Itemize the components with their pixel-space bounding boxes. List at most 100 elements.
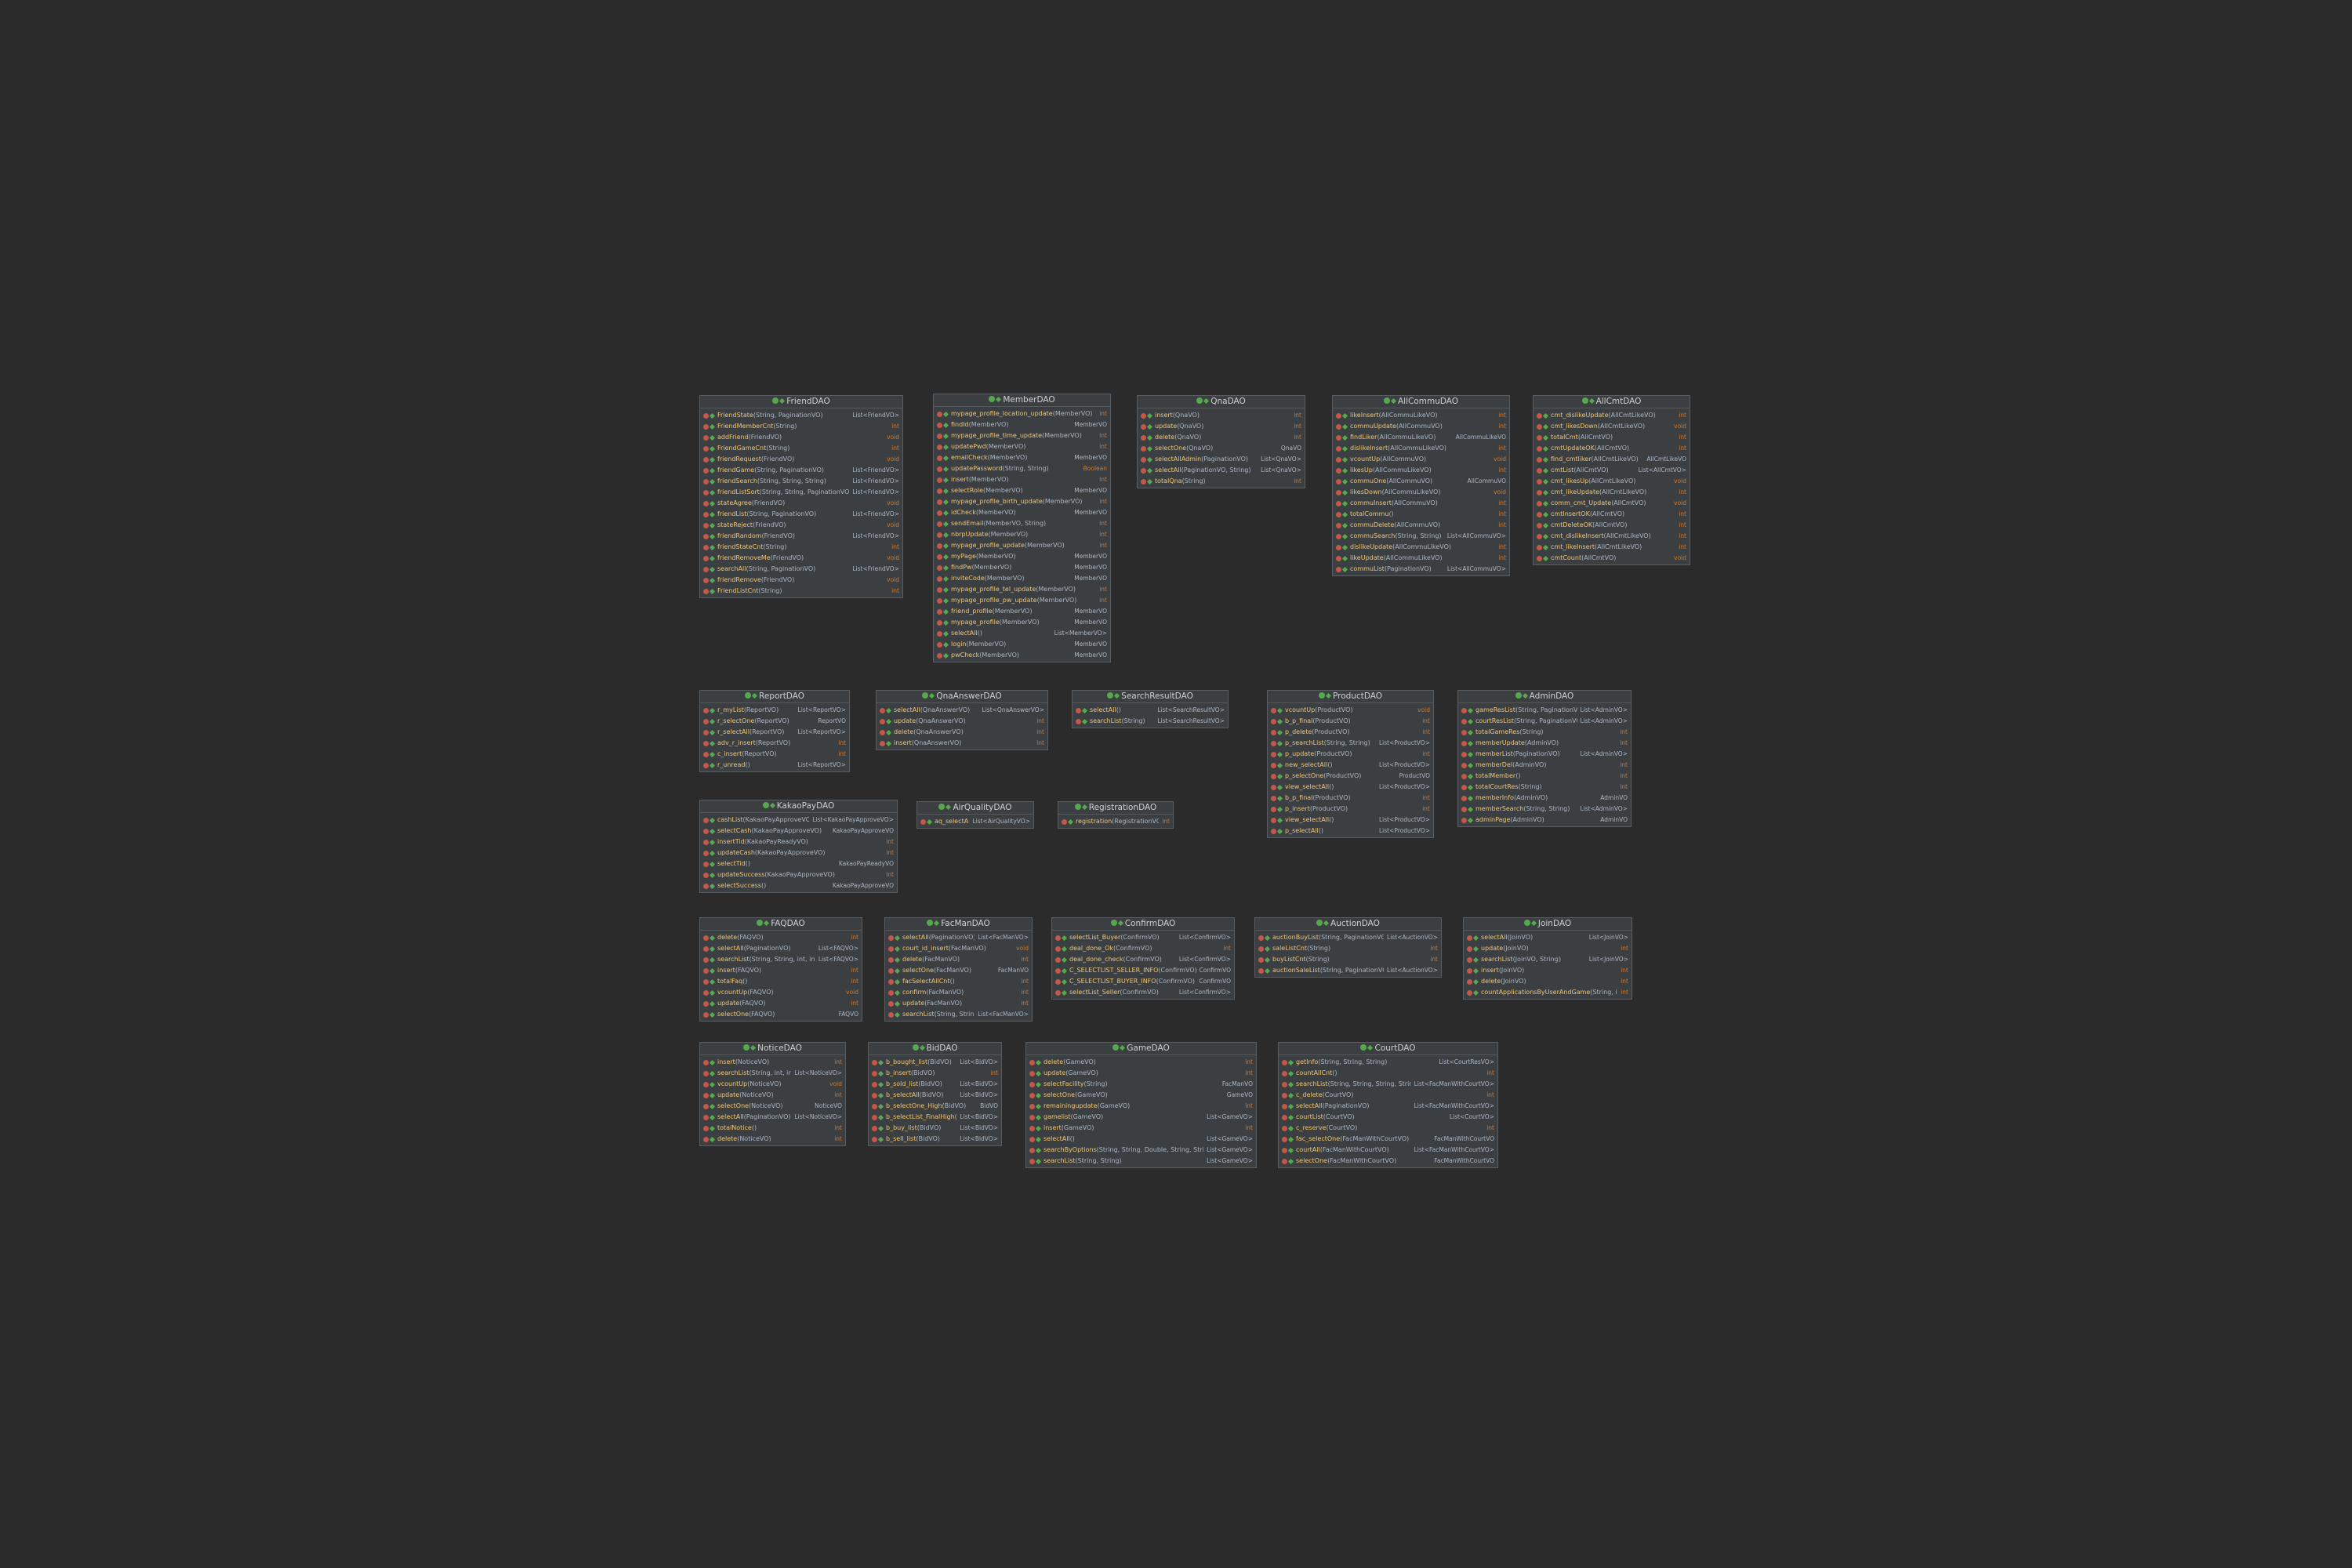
class-header[interactable]: AirQualityDAO xyxy=(917,802,1033,815)
method-row[interactable]: addFriend(FriendVO)void xyxy=(700,432,902,443)
method-row[interactable]: selectAll(PaginationVO)List<FacManWithCo… xyxy=(1279,1101,1497,1112)
method-row[interactable]: delete(QnaVO)int xyxy=(1138,432,1305,443)
method-row[interactable]: commuUpdate(AllCommuVO)int xyxy=(1333,421,1509,432)
class-header[interactable]: AuctionDAO xyxy=(1255,918,1441,931)
method-row[interactable]: delete(QnaAnswerVO)int xyxy=(877,727,1047,738)
method-row[interactable]: sendEmail(MemberVO, String)int xyxy=(934,518,1110,529)
method-row[interactable]: p_update(ProductVO)int xyxy=(1268,749,1433,760)
class-header[interactable]: FacManDAO xyxy=(885,918,1032,931)
method-row[interactable]: b_p_final(ProductVO)int xyxy=(1268,716,1433,727)
method-row[interactable]: cmtList(AllCmtVO)List<AllCmtVO> xyxy=(1534,465,1690,476)
method-row[interactable]: insert(NoticeVO)int xyxy=(700,1057,845,1068)
method-row[interactable]: mypage_profile_birth_update(MemberVO)int xyxy=(934,496,1110,507)
method-row[interactable]: updateSuccess(KakaoPayApproveVO)int xyxy=(700,869,897,880)
method-row[interactable]: totalFaq()int xyxy=(700,976,862,987)
method-row[interactable]: friendList(String, PaginationVO)List<Fri… xyxy=(700,509,902,520)
method-row[interactable]: selectOne(FacManVO)FacManVO xyxy=(885,965,1032,976)
method-row[interactable]: selectAll(PaginationVO)List<FacManVO> xyxy=(885,932,1032,943)
method-row[interactable]: cmt_likeUpdate(AllCmtLikeVO)int xyxy=(1534,487,1690,498)
class-header[interactable]: KakaoPayDAO xyxy=(700,800,897,813)
method-row[interactable]: cmt_dislikeUpdate(AllCmtLikeVO)int xyxy=(1534,410,1690,421)
method-row[interactable]: mypage_profile_location_update(MemberVO)… xyxy=(934,408,1110,419)
method-row[interactable]: totalMember()int xyxy=(1458,771,1631,782)
class-header[interactable]: QnaAnswerDAO xyxy=(877,691,1047,703)
method-row[interactable]: totalNotice()int xyxy=(700,1123,845,1134)
method-row[interactable]: myPage(MemberVO)MemberVO xyxy=(934,551,1110,562)
method-row[interactable]: mypage_profile_tel_update(MemberVO)int xyxy=(934,584,1110,595)
method-row[interactable]: update(NoticeVO)int xyxy=(700,1090,845,1101)
method-row[interactable]: cmt_likesUp(AllCmtLikeVO)void xyxy=(1534,476,1690,487)
method-row[interactable]: selectAll(QnaAnswerVO)List<QnaAnswerVO> xyxy=(877,705,1047,716)
method-row[interactable]: searchList(String)List<SearchResultVO> xyxy=(1073,716,1228,727)
method-row[interactable]: selectAll(JoinVO)List<JoinVO> xyxy=(1464,932,1632,943)
method-row[interactable]: gamelist(GameVO)List<GameVO> xyxy=(1026,1112,1256,1123)
method-row[interactable]: searchList(String, String)List<GameVO> xyxy=(1026,1156,1256,1167)
method-row[interactable]: findId(MemberVO)MemberVO xyxy=(934,419,1110,430)
method-row[interactable]: updatePwd(MemberVO)int xyxy=(934,441,1110,452)
method-row[interactable]: cmtUpdateOK(AllCmtVO)int xyxy=(1534,443,1690,454)
class-header[interactable]: ReportDAO xyxy=(700,691,849,703)
method-row[interactable]: selectAllAdmin(PaginationVO)List<QnaVO> xyxy=(1138,454,1305,465)
method-row[interactable]: mypage_profile_pw_update(MemberVO)int xyxy=(934,595,1110,606)
method-row[interactable]: selectAll()List<GameVO> xyxy=(1026,1134,1256,1145)
method-row[interactable]: vcountUp(AllCommuVO)void xyxy=(1333,454,1509,465)
method-row[interactable]: friend_profile(MemberVO)MemberVO xyxy=(934,606,1110,617)
method-row[interactable]: cmtCount(AllCmtVO)void xyxy=(1534,553,1690,564)
method-row[interactable]: friendSearch(String, String, String)List… xyxy=(700,476,902,487)
method-row[interactable]: p_insert(ProductVO)int xyxy=(1268,804,1433,815)
method-row[interactable]: likesUp(AllCommuLikeVO)int xyxy=(1333,465,1509,476)
class-header[interactable]: RegistrationDAO xyxy=(1058,802,1173,815)
method-row[interactable]: p_delete(ProductVO)int xyxy=(1268,727,1433,738)
method-row[interactable]: adv_r_insert(ReportVO)int xyxy=(700,738,849,749)
method-row[interactable]: commuSearch(String, String)List<AllCommu… xyxy=(1333,531,1509,542)
method-row[interactable]: cashList(KakaoPayApproveVO)List<KakaoPay… xyxy=(700,815,897,826)
method-row[interactable]: b_sell_list(BidVO)List<BidVO> xyxy=(869,1134,1001,1145)
method-row[interactable]: delete(FAQVO)int xyxy=(700,932,862,943)
method-row[interactable]: selectAll(PaginationVO)List<FAQVO> xyxy=(700,943,862,954)
method-row[interactable]: vcountUp(ProductVO)void xyxy=(1268,705,1433,716)
method-row[interactable]: insertTid(KakaoPayReadyVO)int xyxy=(700,837,897,848)
method-row[interactable]: C_SELECTLIST_SELLER_INFO(ConfirmVO)Confi… xyxy=(1052,965,1234,976)
method-row[interactable]: c_reserve(CourtVO)int xyxy=(1279,1123,1497,1134)
method-row[interactable]: searchList(String, String, int, int)List… xyxy=(700,954,862,965)
method-row[interactable]: friendStateCnt(String)int xyxy=(700,542,902,553)
method-row[interactable]: commuOne(AllCommuVO)AllCommuVO xyxy=(1333,476,1509,487)
method-row[interactable]: updatePassword(String, String)Boolean xyxy=(934,463,1110,474)
class-header[interactable]: AllCmtDAO xyxy=(1534,396,1690,408)
method-row[interactable]: cmt_dislikeInsert(AllCmtLikeVO)int xyxy=(1534,531,1690,542)
method-row[interactable]: selectOne(NoticeVO)NoticeVO xyxy=(700,1101,845,1112)
method-row[interactable]: insert(JoinVO)int xyxy=(1464,965,1632,976)
method-row[interactable]: inviteCode(MemberVO)MemberVO xyxy=(934,573,1110,584)
method-row[interactable]: findPw(MemberVO)MemberVO xyxy=(934,562,1110,573)
method-row[interactable]: C_SELECTLIST_BUYER_INFO(ConfirmVO)Confir… xyxy=(1052,976,1234,987)
method-row[interactable]: find_cmtliker(AllCmtLikeVO)AllCmtLikeVO xyxy=(1534,454,1690,465)
method-row[interactable]: r_myList(ReportVO)List<ReportVO> xyxy=(700,705,849,716)
method-row[interactable]: totalCmt(AllCmtVO)int xyxy=(1534,432,1690,443)
method-row[interactable]: deal_done_Ok(ConfirmVO)int xyxy=(1052,943,1234,954)
method-row[interactable]: friendRemove(FriendVO)void xyxy=(700,575,902,586)
method-row[interactable]: stateAgree(FriendVO)void xyxy=(700,498,902,509)
method-row[interactable]: commuDelete(AllCommuVO)int xyxy=(1333,520,1509,531)
method-row[interactable]: insert(QnaAnswerVO)int xyxy=(877,738,1047,749)
method-row[interactable]: searchList(String, String, String, Strin… xyxy=(1279,1079,1497,1090)
method-row[interactable]: login(MemberVO)MemberVO xyxy=(934,639,1110,650)
method-row[interactable]: cmt_likeInsert(AllCmtLikeVO)int xyxy=(1534,542,1690,553)
class-header[interactable]: AllCommuDAO xyxy=(1333,396,1509,408)
method-row[interactable]: commuInsert(AllCommuVO)int xyxy=(1333,498,1509,509)
method-row[interactable]: FriendMemberCnt(String)int xyxy=(700,421,902,432)
method-row[interactable]: memberDel(AdminVO)int xyxy=(1458,760,1631,771)
method-row[interactable]: mypage_profile(MemberVO)MemberVO xyxy=(934,617,1110,628)
method-row[interactable]: friendRequest(FriendVO)void xyxy=(700,454,902,465)
class-header[interactable]: FAQDAO xyxy=(700,918,862,931)
method-row[interactable]: selectAll()List<SearchResultVO> xyxy=(1073,705,1228,716)
method-row[interactable]: court_id_insert(FacManVO)void xyxy=(885,943,1032,954)
method-row[interactable]: likeUpdate(AllCommuLikeVO)int xyxy=(1333,553,1509,564)
method-row[interactable]: auctionBuyList(String, PaginationVO)List… xyxy=(1255,932,1441,943)
method-row[interactable]: memberList(PaginationVO)List<AdminVO> xyxy=(1458,749,1631,760)
